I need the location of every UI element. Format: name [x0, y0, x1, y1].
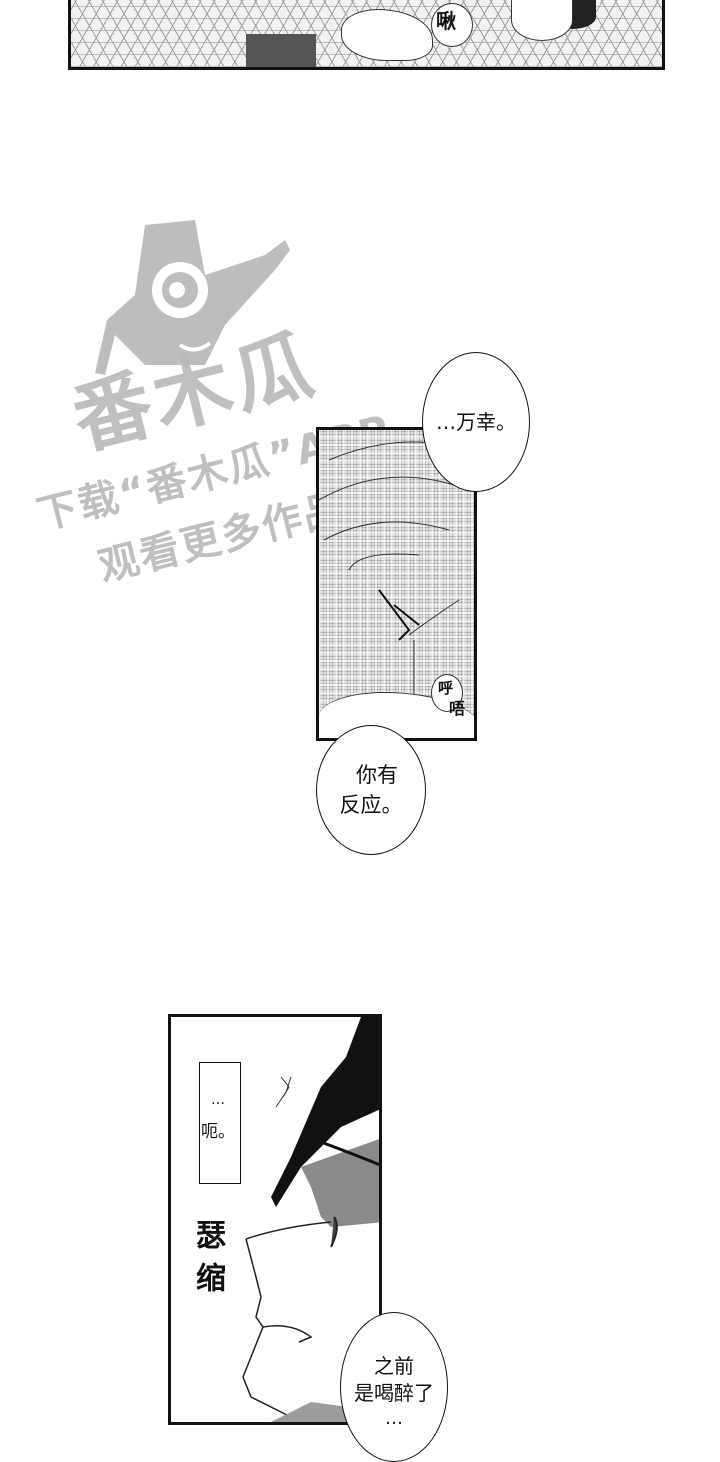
speech-bubble-reaction: 你有 反应。 [316, 725, 426, 855]
panel-1: 啾 [68, 0, 665, 70]
character-hair-lines [319, 441, 470, 700]
thought-text-dots: … [211, 1092, 225, 1108]
speech-bubble-lucky: …万幸。 [422, 352, 530, 492]
face-white [511, 0, 573, 41]
speech-text-line2: 是喝醉了 [354, 1381, 434, 1405]
sfx-circle [431, 674, 463, 712]
dark-cloth [246, 34, 316, 67]
watermark-mascot-icon [95, 220, 290, 375]
sfx-suo: 缩 [190, 1262, 225, 1292]
panel-3: … 呃。 瑟 缩 [168, 1014, 382, 1425]
speech-text: …万幸。 [436, 409, 516, 434]
hand-shape [341, 9, 433, 61]
sfx-hu: 呼 [436, 680, 454, 695]
speech-text-line1: 你有 [356, 762, 398, 787]
character-profile [242, 1017, 379, 1422]
watermark-line2: 观看更多作品 [94, 485, 350, 591]
sfx-se: 瑟 [190, 1219, 225, 1249]
thought-bubble-uh [199, 1062, 241, 1184]
thought-text-uh: 呃。 [201, 1122, 235, 1142]
speech-text-line1: 之前 [374, 1354, 414, 1378]
speech-text-line3: … [385, 1408, 403, 1429]
sfx-wu: 唔 [446, 700, 465, 716]
sfx-bubble [431, 3, 473, 47]
speech-text-line2: 反应。 [339, 793, 403, 817]
sfx-chu: 啾 [436, 9, 456, 33]
speech-bubble-drunk: 之前 是喝醉了 … [340, 1312, 448, 1462]
